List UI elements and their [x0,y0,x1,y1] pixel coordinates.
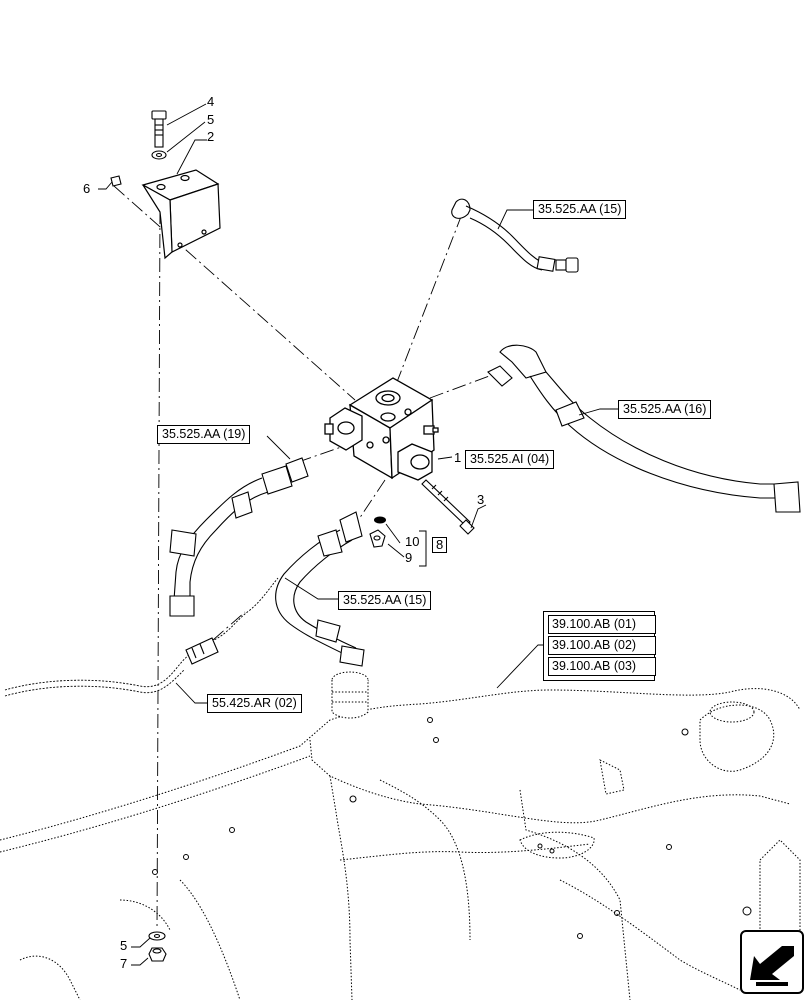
callout-4[interactable]: 4 [207,94,215,109]
ref-frame-2[interactable]: 39.100.AB (02) [548,636,656,655]
callout-5-top[interactable]: 5 [207,112,215,127]
callout-8[interactable]: 8 [432,537,448,553]
rubber-stopper [331,671,369,719]
valve-block [324,377,439,481]
hose-left [169,457,309,617]
harness-cable [4,577,279,697]
callout-2[interactable]: 2 [207,129,215,144]
hose-right [487,344,801,513]
callout-3[interactable]: 3 [477,492,485,507]
callout-7[interactable]: 7 [120,956,128,971]
return-arrow-icon[interactable] [740,930,804,994]
leader-lines [98,103,618,966]
ref-harness[interactable]: 55.425.AR (02) [207,694,302,713]
mounting-bracket [141,169,221,260]
ref-frame-group: 39.100.AB (01) 39.100.AB (02) 39.100.AB … [543,611,656,681]
ref-frame-3[interactable]: 39.100.AB (03) [548,657,656,676]
ref-hose-left[interactable]: 35.525.AA (19) [157,425,251,444]
ref-valve-block[interactable]: 35.525.AI (04) [465,450,555,469]
assembly-center-lines [113,185,501,931]
callout-10[interactable]: 10 [405,534,420,549]
chassis-holes [152,717,752,939]
callout-6[interactable]: 6 [83,181,91,196]
hose-top [451,198,579,273]
bolt-3 [421,479,475,535]
washer-5-bottom [148,931,166,941]
callout-1[interactable]: 1 [454,450,462,465]
callout-9[interactable]: 9 [405,550,413,565]
seal-10 [374,516,386,524]
bolt-4 [151,110,167,148]
fitting-9 [369,529,386,548]
washer-5-top [151,150,167,160]
group-bracket-8 [419,530,427,567]
callout-5-bottom[interactable]: 5 [120,938,128,953]
nut-7 [148,947,167,962]
hose-lower [275,511,365,667]
chassis-frame [0,688,801,1000]
harness-connector [185,637,219,665]
ref-hose-top[interactable]: 35.525.AA (15) [533,200,627,219]
ref-hose-lower[interactable]: 35.525.AA (15) [338,591,432,610]
fitting-6 [110,175,122,187]
ref-frame-1[interactable]: 39.100.AB (01) [548,615,656,634]
ref-hose-right[interactable]: 35.525.AA (16) [618,400,712,419]
